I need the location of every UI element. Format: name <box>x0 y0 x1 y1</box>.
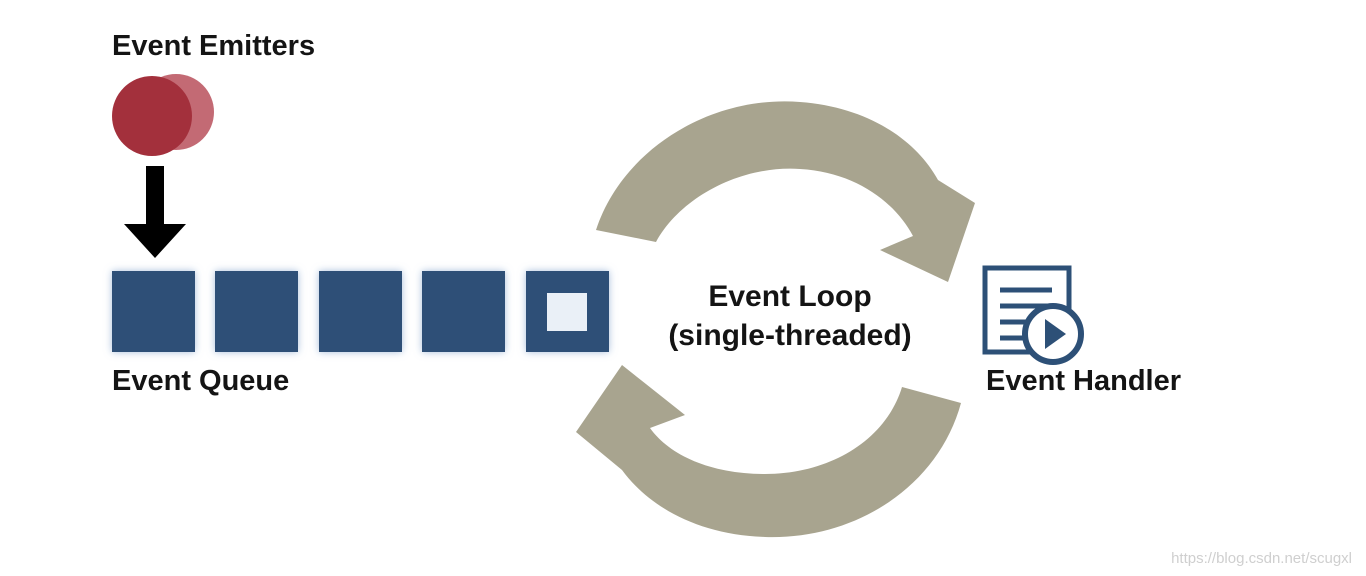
queue-slot-hollow <box>547 293 587 331</box>
event-loop-subtitle: (single-threaded) <box>668 319 911 352</box>
stacked-circles-icon <box>112 74 214 156</box>
event-emitters-label: Event Emitters <box>112 30 315 62</box>
loop-arrow-top <box>596 101 975 282</box>
event-loop-label: Event Loop <box>708 280 871 313</box>
queue-slot <box>112 271 195 352</box>
watermark-text: https://blog.csdn.net/scugxl <box>1171 550 1352 567</box>
loop-arrow-bottom <box>576 365 961 538</box>
queue-slot <box>215 271 298 352</box>
down-arrow-icon <box>124 166 186 258</box>
queue-slot <box>422 271 505 352</box>
event-queue <box>112 271 609 352</box>
queue-slot <box>319 271 402 352</box>
document-play-icon <box>982 265 1084 365</box>
loop-arrows <box>576 101 975 538</box>
event-handler-label: Event Handler <box>986 365 1181 397</box>
event-queue-label: Event Queue <box>112 365 289 397</box>
